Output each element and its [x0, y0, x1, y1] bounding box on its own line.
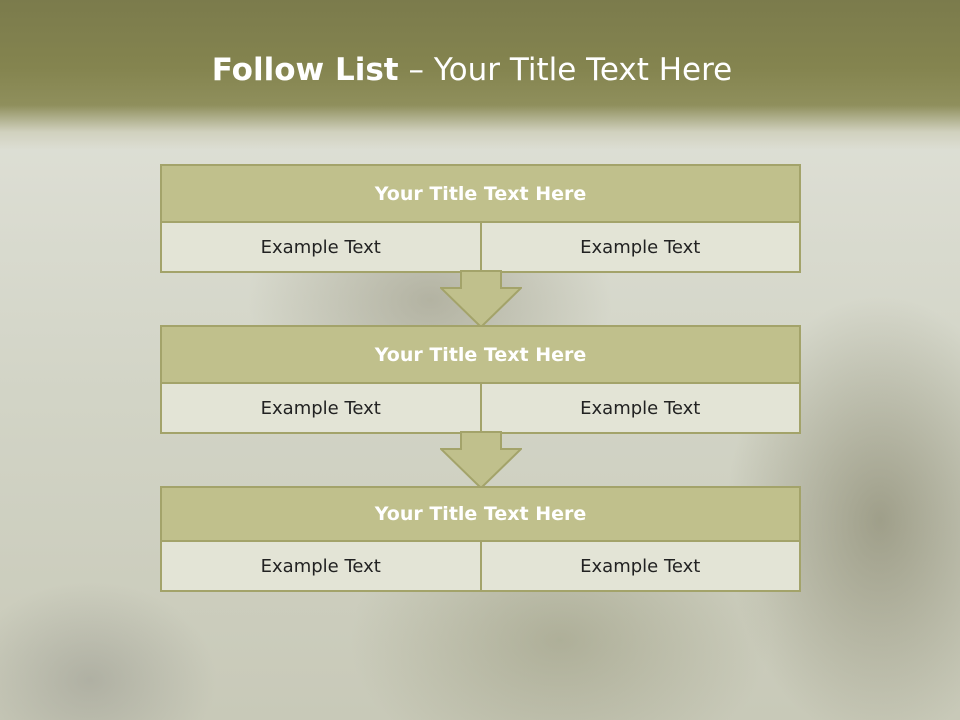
step-title-3: Your Title Text Here	[162, 488, 799, 542]
step-box-2: Your Title Text Here Example Text Exampl…	[160, 325, 801, 434]
down-arrow-icon	[440, 270, 522, 328]
step-row-2: Example Text Example Text	[162, 384, 799, 432]
title-banner	[0, 0, 960, 150]
down-arrow-icon	[440, 431, 522, 489]
step-box-1: Your Title Text Here Example Text Exampl…	[160, 164, 801, 273]
step-1-left-cell: Example Text	[162, 223, 480, 271]
step-2-right-cell: Example Text	[479, 384, 799, 432]
step-3-right-cell: Example Text	[479, 542, 799, 590]
step-title-1: Your Title Text Here	[162, 166, 799, 223]
slide-title: Follow List – Your Title Text Here	[0, 52, 944, 88]
step-row-3: Example Text Example Text	[162, 542, 799, 590]
step-row-1: Example Text Example Text	[162, 223, 799, 271]
slide-title-bold: Follow List	[211, 52, 399, 88]
step-1-right-cell: Example Text	[479, 223, 799, 271]
step-3-left-cell: Example Text	[162, 542, 480, 590]
slide-title-separator: –	[398, 52, 434, 88]
slide-title-text: Your Title Text Here	[433, 52, 733, 88]
step-2-left-cell: Example Text	[162, 384, 480, 432]
step-title-2: Your Title Text Here	[162, 327, 799, 384]
step-box-3: Your Title Text Here Example Text Exampl…	[160, 486, 801, 592]
